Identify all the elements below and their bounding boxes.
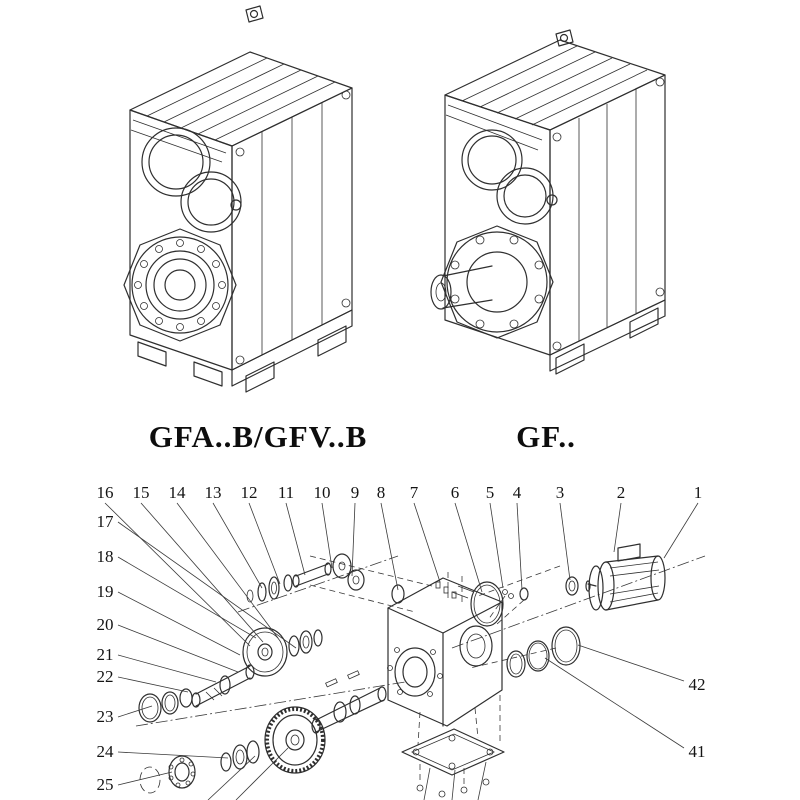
callout-1: 1 xyxy=(694,483,703,502)
callout-6: 6 xyxy=(451,483,460,502)
callout-21: 21 xyxy=(97,645,114,664)
side-ribs xyxy=(552,77,665,351)
small-bearing xyxy=(391,584,405,604)
callout-10: 10 xyxy=(314,483,331,502)
left-figure-caption: GFA..B/GFV..B xyxy=(149,419,368,454)
callout-23: 23 xyxy=(97,707,114,726)
callout-2: 2 xyxy=(617,483,626,502)
callout-24: 24 xyxy=(97,742,115,761)
callout-17: 17 xyxy=(97,512,115,531)
intermediate-gear-assembly xyxy=(242,627,323,677)
callout-8: 8 xyxy=(377,483,386,502)
output-shaft xyxy=(311,670,387,734)
callout-4: 4 xyxy=(513,483,522,502)
mounting-feet xyxy=(549,299,666,375)
axis-line xyxy=(237,555,399,613)
output-gear-assembly xyxy=(139,706,326,794)
axis-line xyxy=(135,681,406,727)
callout-20: 20 xyxy=(97,615,114,634)
output-flange-and-shaft xyxy=(430,225,554,339)
callout-11: 11 xyxy=(278,483,294,502)
pinion-shaft-assembly xyxy=(138,664,255,723)
base-gasket-plate xyxy=(401,728,505,798)
seal-rings xyxy=(506,626,581,678)
callout-9: 9 xyxy=(351,483,360,502)
callout-42: 42 xyxy=(689,675,706,694)
callout-14: 14 xyxy=(169,483,187,502)
motor-assembly xyxy=(585,543,666,611)
cooling-fins-top xyxy=(461,45,648,126)
leader-lines xyxy=(104,502,699,800)
side-ribs xyxy=(235,90,351,365)
right-figure-caption: GF.. xyxy=(516,419,576,454)
callout-7: 7 xyxy=(410,483,419,502)
callout-15: 15 xyxy=(133,483,150,502)
callout-16: 16 xyxy=(97,483,114,502)
bearing-cover-circles xyxy=(141,127,242,233)
callout-12: 12 xyxy=(241,483,258,502)
callout-18: 18 xyxy=(97,547,114,566)
lifting-lug xyxy=(245,5,264,23)
input-shaft-parts xyxy=(246,553,365,603)
callout-5: 5 xyxy=(486,483,495,502)
callout-25: 25 xyxy=(97,775,114,794)
output-boss xyxy=(123,228,237,342)
callout-13: 13 xyxy=(205,483,222,502)
cooling-fins-top xyxy=(146,57,336,141)
gearbox-left-drawing xyxy=(123,5,353,393)
bearing-cover-circles xyxy=(461,129,558,225)
gearbox-right-drawing xyxy=(430,29,666,375)
axis-line xyxy=(451,555,706,649)
bolt-cluster xyxy=(435,581,457,599)
callout-3: 3 xyxy=(556,483,565,502)
gasket-and-plugs xyxy=(470,576,579,627)
callout-22: 22 xyxy=(97,667,114,686)
callout-41: 41 xyxy=(689,742,706,761)
callout-19: 19 xyxy=(97,582,114,601)
callout-numbers: 16 15 14 13 12 11 10 9 8 7 6 5 4 3 2 1 1… xyxy=(97,483,706,794)
gear-housing xyxy=(387,577,503,727)
exploded-view xyxy=(135,543,706,798)
mounting-feet xyxy=(137,309,353,393)
lifting-lug xyxy=(555,29,574,47)
